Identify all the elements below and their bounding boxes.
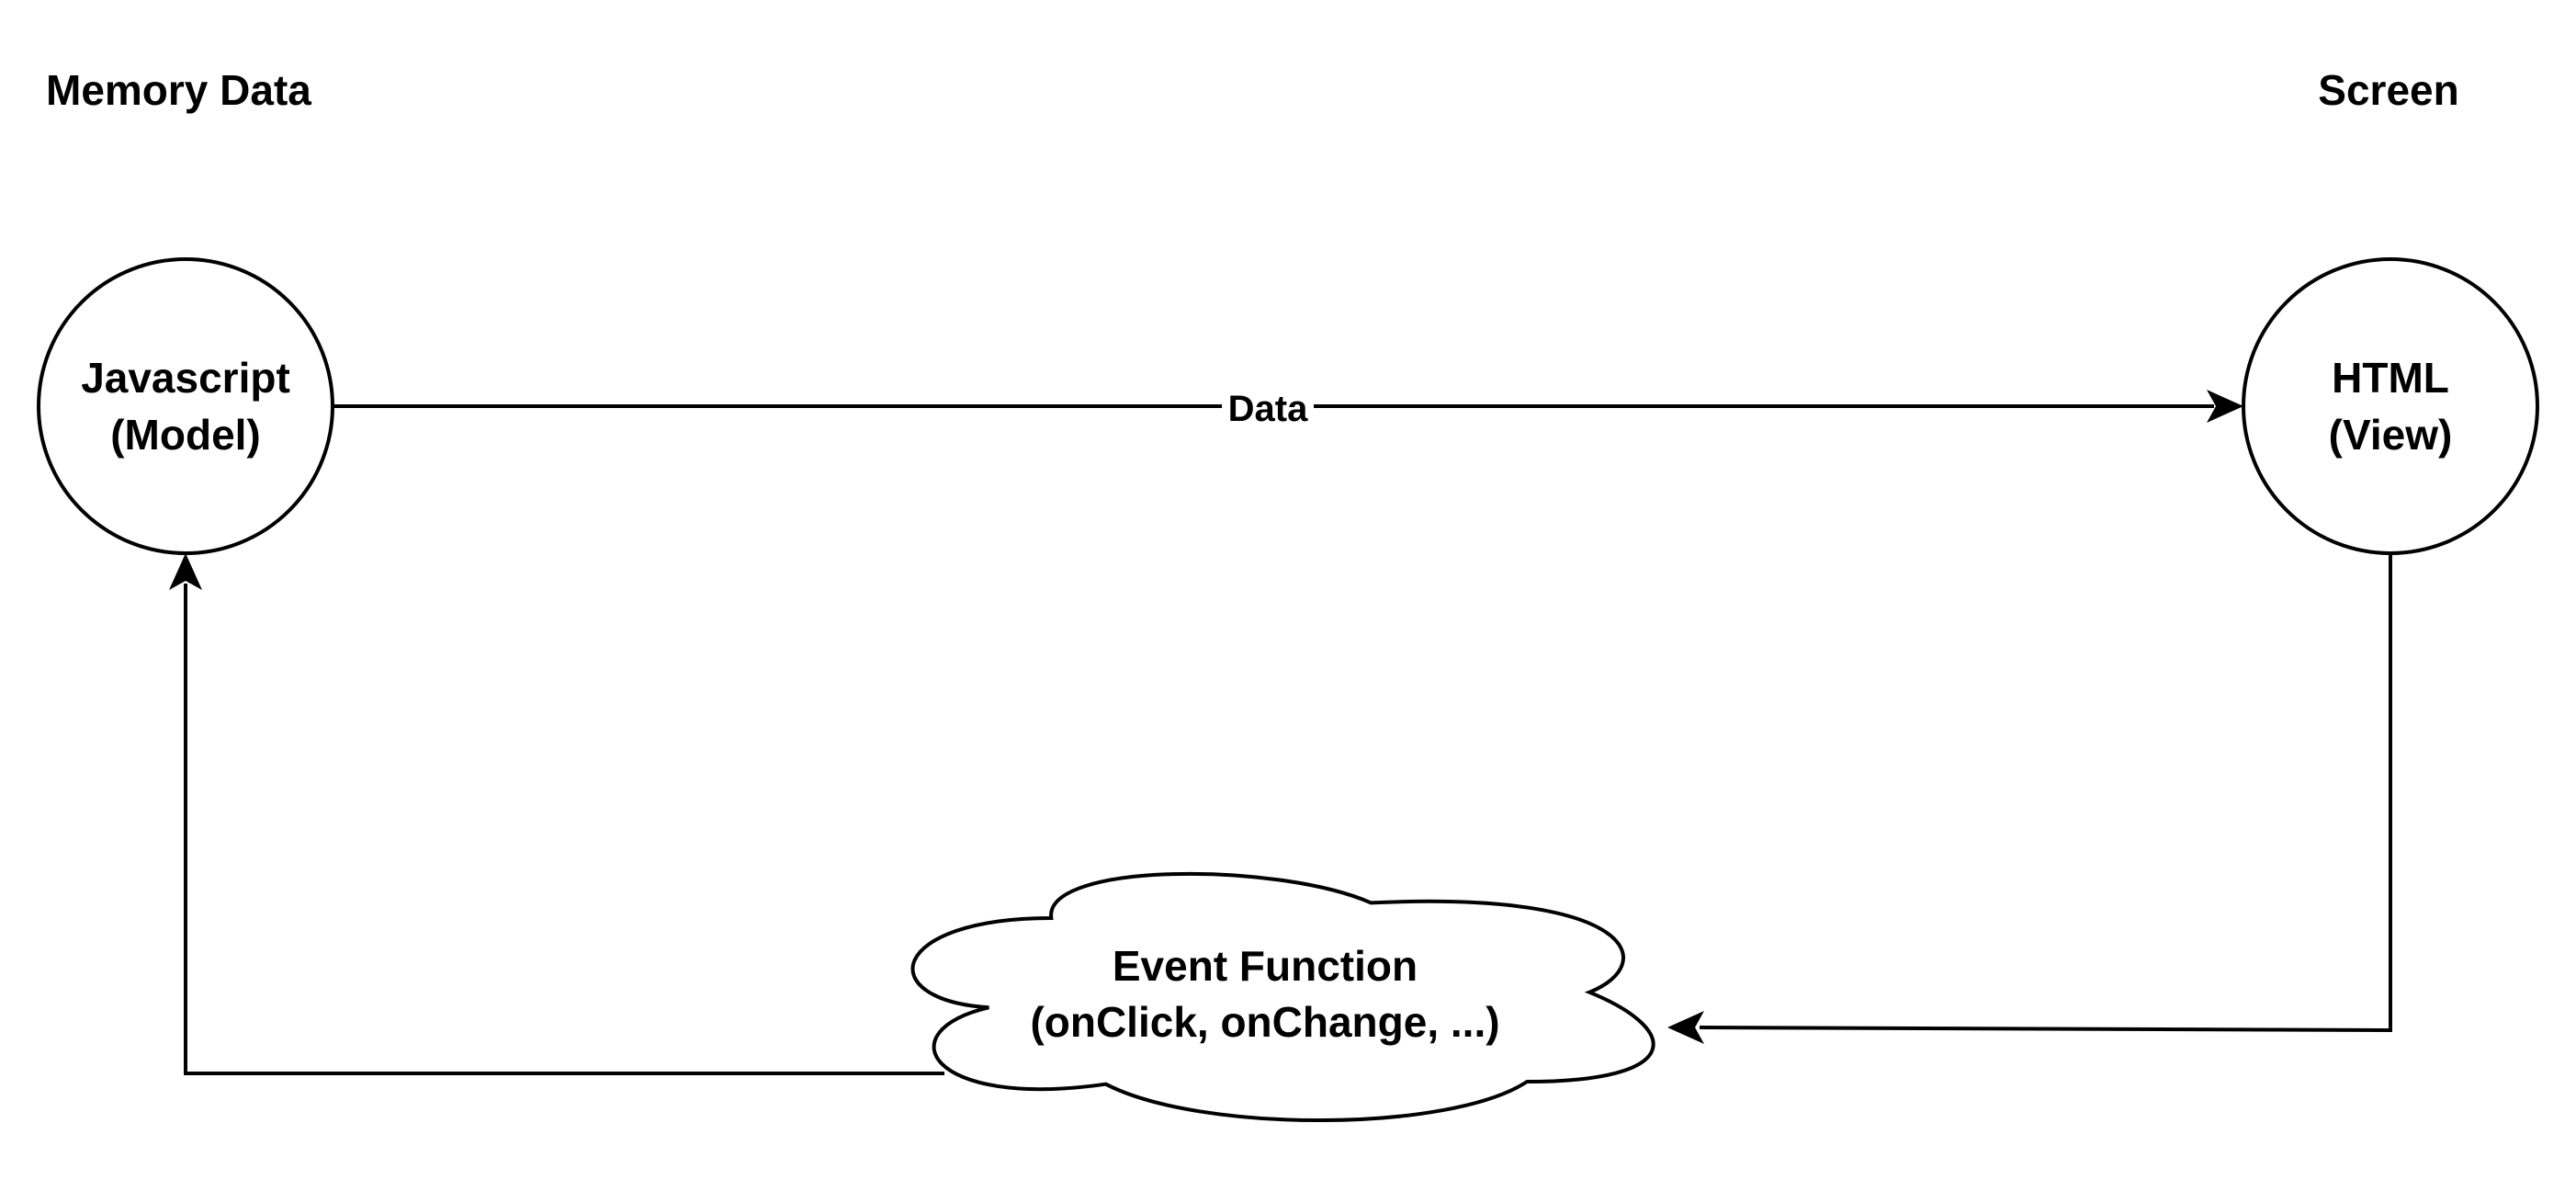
model-node[interactable]	[37, 257, 334, 555]
event-function-cloud[interactable]	[910, 871, 1655, 1123]
model-node-title: Javascript	[81, 354, 290, 402]
view-node-title: HTML	[2332, 354, 2449, 402]
view-node[interactable]	[2242, 257, 2539, 555]
model-node-subtitle: (Model)	[110, 411, 261, 459]
data-edge-label: Data	[1228, 389, 1308, 429]
view-node-subtitle: (View)	[2329, 411, 2453, 459]
event-edge-arrowhead-icon	[1667, 1011, 1704, 1044]
event-node-title: Event Function	[1113, 942, 1418, 990]
event-to-model-edge	[184, 584, 944, 1075]
data-edge-label-bg	[1222, 386, 1314, 428]
memory-data-header: Memory Data	[46, 66, 311, 114]
model-edge-arrowhead-icon	[169, 553, 202, 590]
event-node-subtitle: (onClick, onChange, ...)	[1030, 998, 1499, 1046]
screen-header: Screen	[2318, 66, 2458, 114]
view-to-event-edge	[1699, 553, 2392, 1033]
data-edge-arrowhead-icon	[2207, 390, 2243, 423]
